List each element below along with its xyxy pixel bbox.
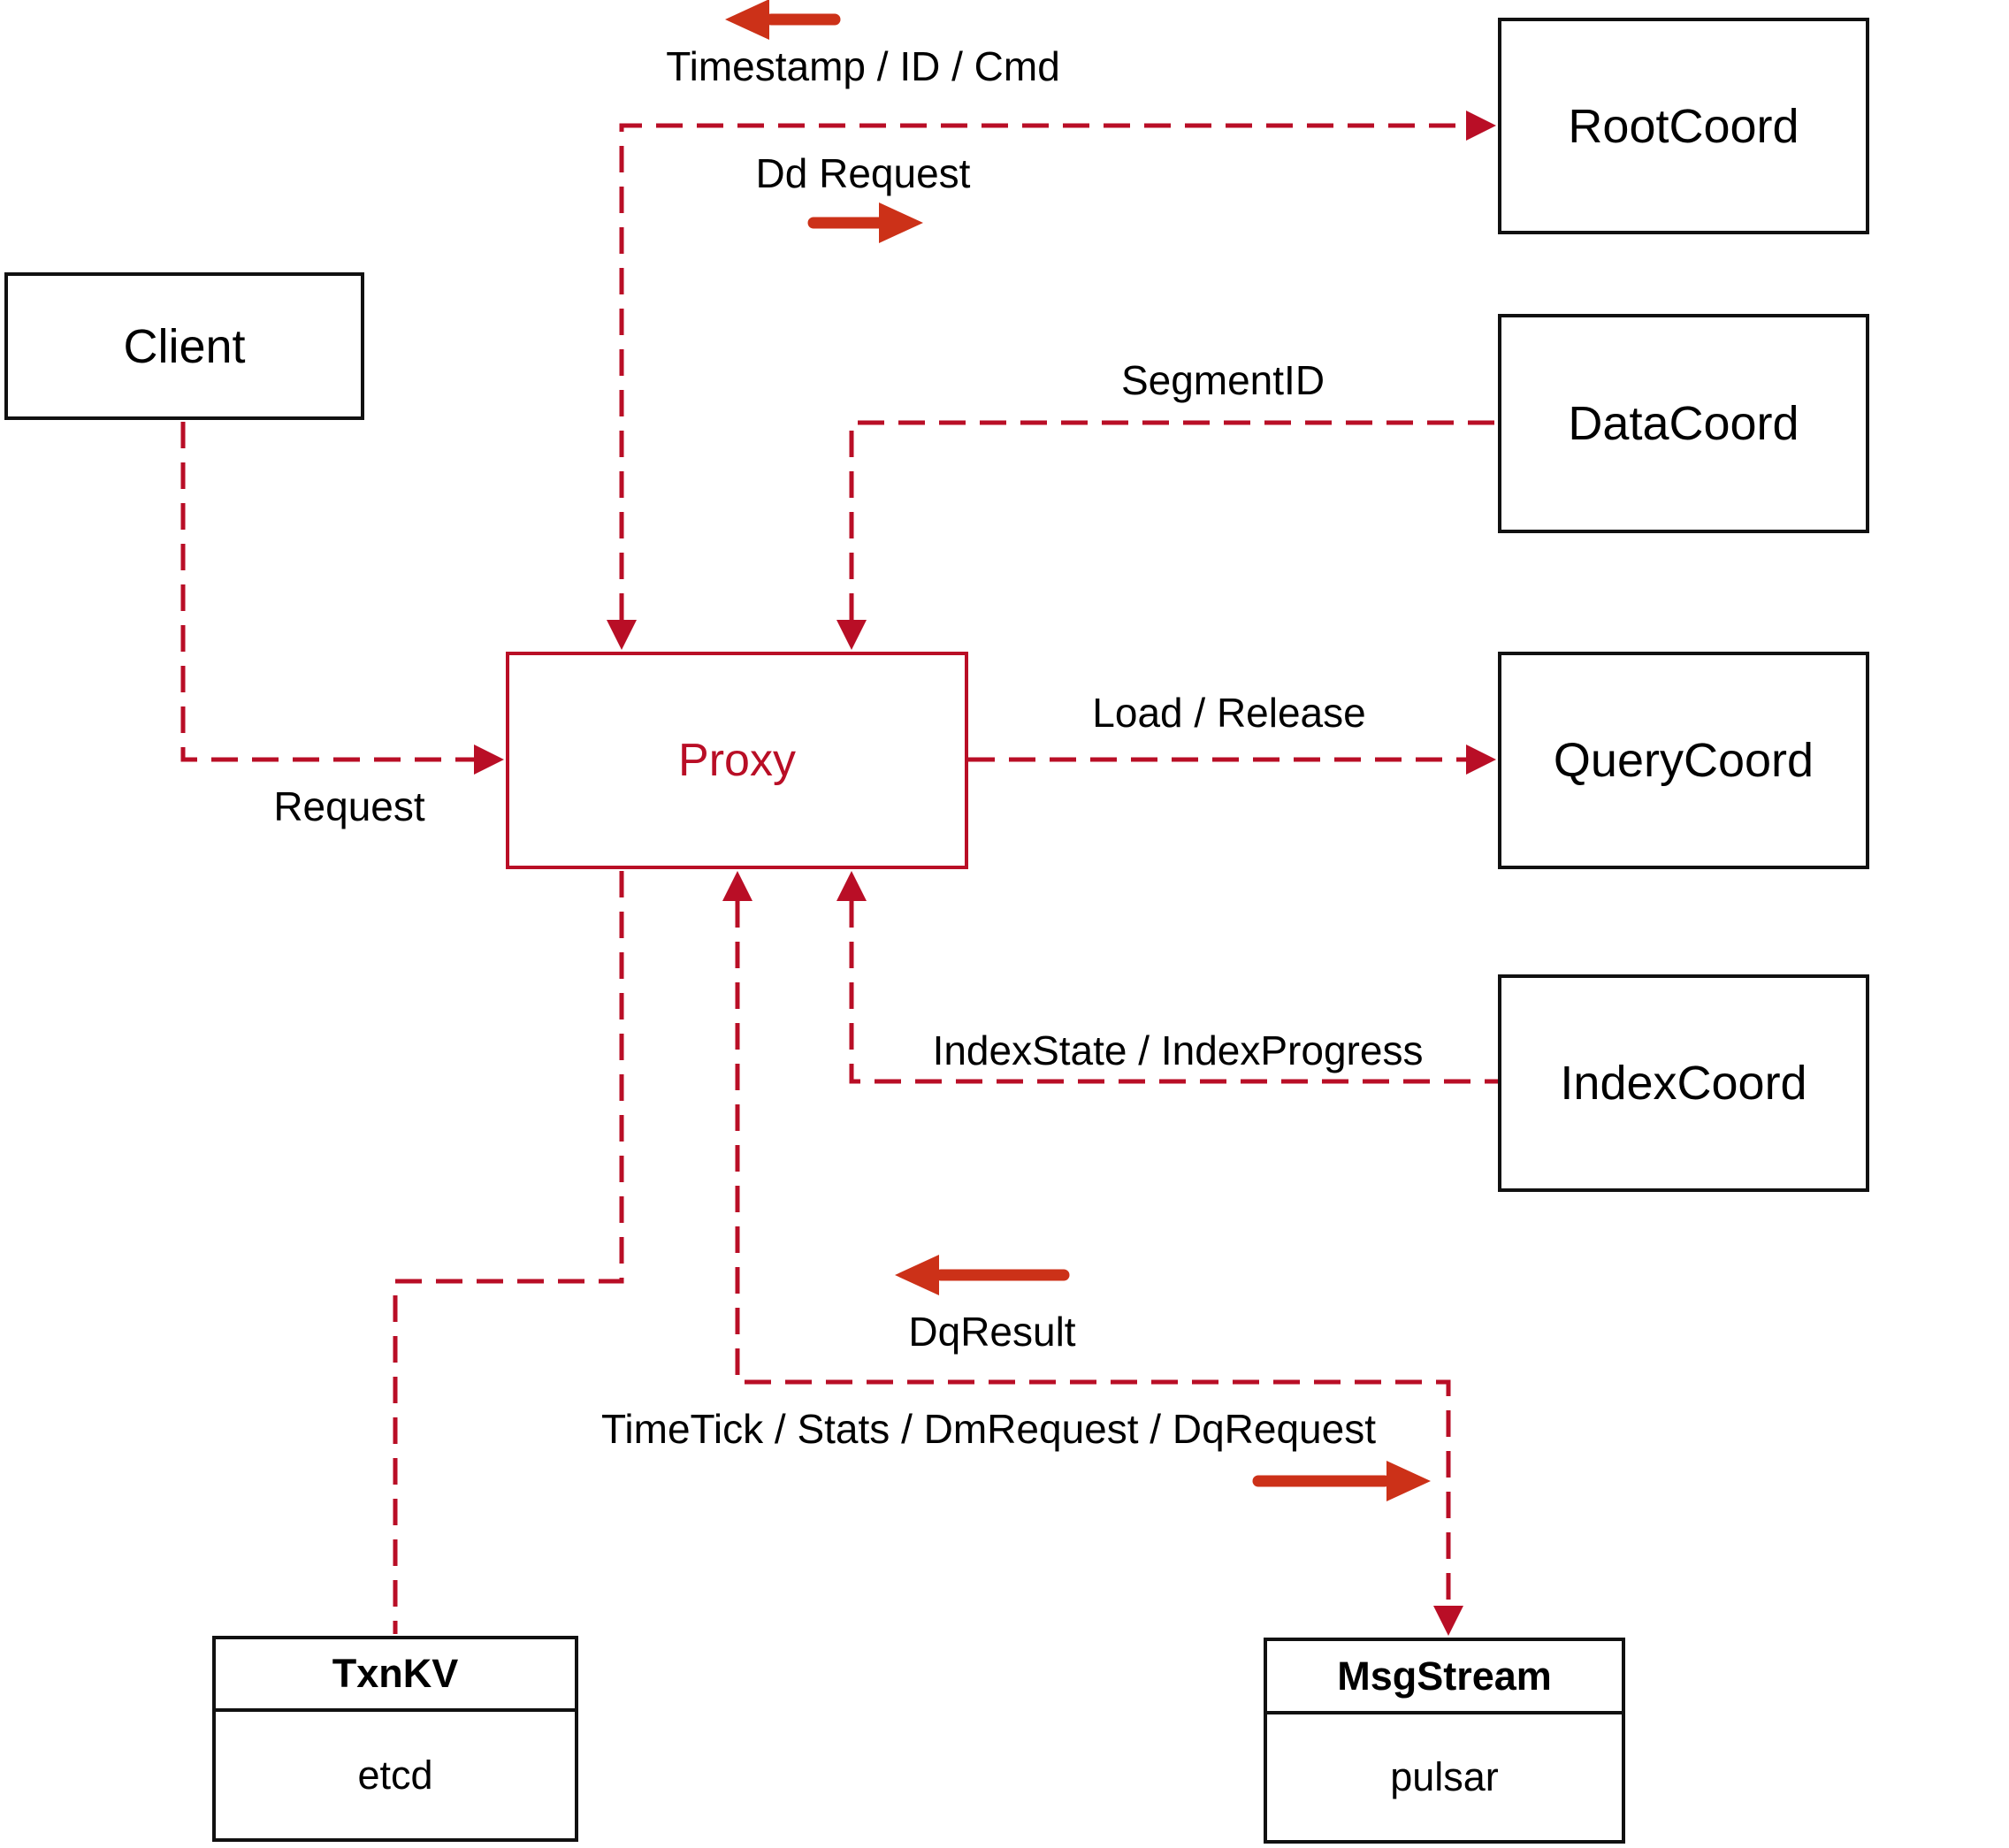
node-client: Client [4, 272, 364, 420]
edge-indexcoord-proxy [849, 901, 1498, 1084]
edge-label-index-state: IndexState / IndexProgress [932, 1027, 1424, 1073]
node-rootcoord: RootCoord [1498, 18, 1869, 234]
direction-arrow-timestamp-left [725, 0, 841, 40]
node-txnkv-impl: etcd [357, 1752, 433, 1798]
arrowhead-into-msgstream [1433, 1606, 1463, 1636]
arrowhead-into-proxy-top-left [607, 620, 637, 650]
edge-proxy-txnkv [393, 871, 624, 1634]
node-msgstream-title: MsgStream [1267, 1641, 1622, 1714]
arrowhead-into-proxy-bottom-right [836, 871, 867, 901]
edge-label-dd-request: Dd Request [755, 150, 971, 196]
arrowhead-into-proxy-bottom-left [722, 871, 752, 901]
direction-arrow-dd-request-right [807, 202, 923, 243]
edge-label-segment-id: SegmentID [1120, 357, 1325, 403]
edge-proxy-rootcoord [619, 123, 1466, 620]
node-indexcoord: IndexCoord [1498, 974, 1869, 1192]
node-proxy: Proxy [506, 652, 968, 869]
edge-client-proxy [180, 422, 474, 762]
node-querycoord-label: QueryCoord [1553, 734, 1814, 787]
arrowhead-into-proxy-top-right [836, 620, 867, 650]
direction-arrow-time-tick-right [1252, 1461, 1431, 1501]
edge-label-load-release: Load / Release [1092, 690, 1366, 736]
node-txnkv: TxnKV etcd [212, 1636, 578, 1842]
direction-arrow-dq-result-left [895, 1255, 1070, 1295]
node-client-label: Client [123, 319, 246, 373]
arrowhead-into-rootcoord [1466, 111, 1496, 141]
arrowhead-into-proxy-left [474, 745, 504, 775]
edge-proxy-msgstream [735, 901, 1451, 1606]
arrowhead-into-querycoord [1466, 745, 1496, 775]
edge-label-time-tick: TimeTick / Stats / DmRequest / DqRequest [601, 1406, 1376, 1452]
node-msgstream-impl: pulsar [1390, 1754, 1499, 1799]
edge-label-dq-result: DqResult [908, 1309, 1076, 1355]
node-txnkv-title: TxnKV [216, 1639, 575, 1712]
node-datacoord-label: DataCoord [1568, 397, 1799, 450]
edge-label-timestamp-id-cmd: Timestamp / ID / Cmd [666, 43, 1060, 89]
node-querycoord: QueryCoord [1498, 652, 1869, 869]
node-msgstream: MsgStream pulsar [1264, 1638, 1625, 1844]
node-rootcoord-label: RootCoord [1568, 99, 1799, 153]
node-proxy-label: Proxy [678, 735, 796, 786]
node-datacoord: DataCoord [1498, 314, 1869, 533]
edge-datacoord-proxy [849, 420, 1498, 620]
node-indexcoord-label: IndexCoord [1560, 1057, 1807, 1110]
edge-label-request: Request [273, 783, 425, 829]
